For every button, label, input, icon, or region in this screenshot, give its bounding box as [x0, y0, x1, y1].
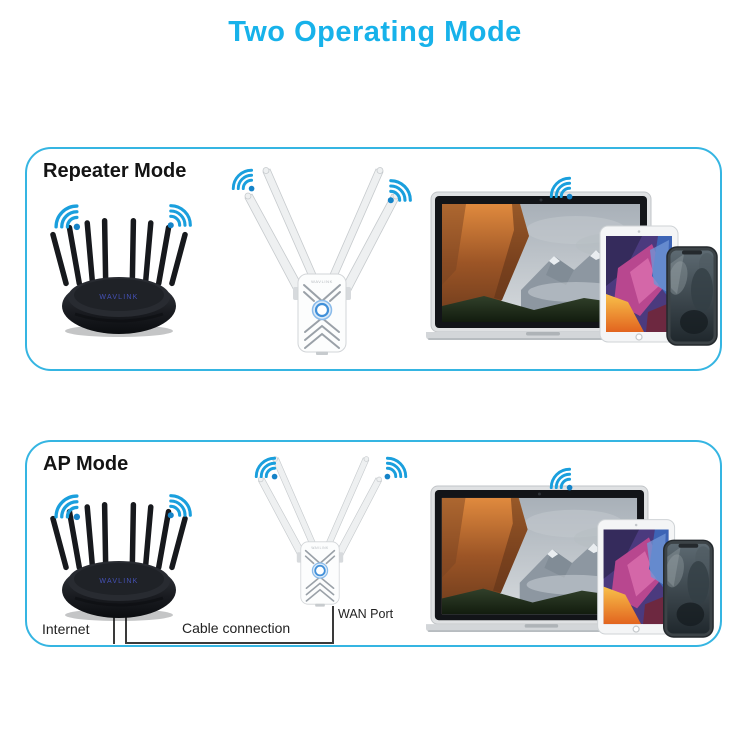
wifi-icon	[49, 489, 83, 523]
range-extender-image	[237, 160, 407, 356]
wan-port-label: WAN Port	[338, 607, 394, 621]
internet-label: Internet	[42, 621, 90, 637]
wifi-icon	[385, 174, 417, 206]
router-image	[50, 218, 188, 340]
wifi-icon	[227, 164, 257, 194]
wifi-icon	[250, 452, 280, 482]
wifi-icon	[545, 172, 575, 202]
wifi-icon	[165, 489, 197, 521]
panel-ap-mode: AP Mode Internet Cable connection WAN Po…	[25, 440, 722, 647]
client-devices-image	[426, 484, 718, 642]
cable-line-horizontal	[125, 642, 334, 644]
wifi-icon	[49, 199, 83, 233]
panel-title: AP Mode	[43, 453, 129, 475]
cable-connection-label: Cable connection	[182, 620, 291, 636]
wifi-icon	[382, 452, 412, 482]
cable-line-wan-riser	[332, 606, 334, 644]
page-title: Two Operating Mode	[228, 16, 522, 48]
wifi-icon	[545, 463, 575, 493]
cable-line-router-drop	[125, 606, 127, 644]
client-devices-image	[426, 190, 722, 350]
wifi-icon	[165, 199, 197, 231]
panel-repeater-mode: Repeater Mode	[25, 147, 722, 371]
panel-title: Repeater Mode	[43, 160, 187, 182]
cable-line-internet-drop	[113, 606, 115, 644]
